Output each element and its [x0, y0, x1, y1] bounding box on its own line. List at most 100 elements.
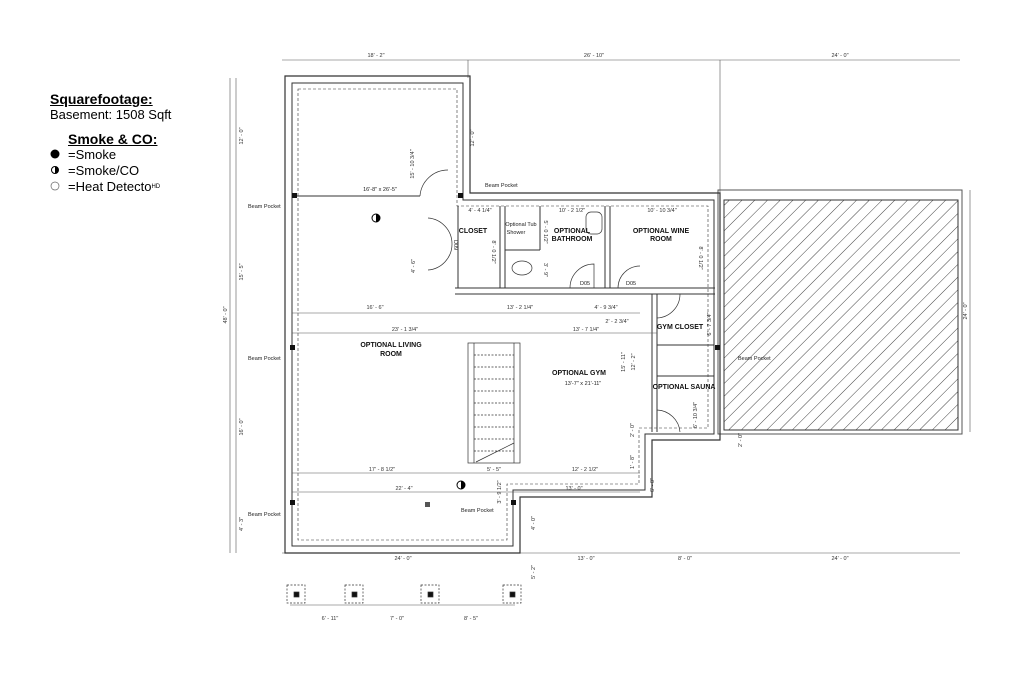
beam-pocket-label: Beam Pocket — [461, 508, 494, 514]
heat-detector-icon — [50, 179, 62, 195]
room-wine-2: ROOM — [650, 236, 672, 243]
room-gym-closet: GYM CLOSET — [657, 324, 704, 331]
dim-bottom-2: 13' - 0" — [577, 556, 594, 562]
dim-bottom-3: 8' - 0" — [678, 556, 692, 562]
basement-sqft: Basement: 1508 Sqft — [50, 107, 172, 122]
dim: 4' - 9 3/4" — [594, 305, 617, 311]
dim-left-2: 15' - 5" — [239, 263, 245, 280]
room-living-2: ROOM — [380, 351, 402, 358]
dim: 10' - 10 3/4" — [647, 208, 676, 214]
dim: 13' - 2 1/4" — [507, 305, 533, 311]
room-wine-1: OPTIONAL WINE — [633, 228, 690, 235]
dim: 2' - 0" — [738, 433, 744, 447]
dim: 12' - 2" — [631, 353, 637, 370]
door-tag: D05 — [580, 281, 590, 287]
dim: 2' - 0" — [630, 423, 636, 437]
dim: 5' - 5" — [487, 467, 501, 473]
beam-pocket-label: Beam Pocket — [248, 512, 281, 518]
dim: 4' - 6" — [411, 259, 417, 273]
dim-left-3: 16' - 0" — [239, 418, 245, 435]
smoke-co-detector-icon — [371, 213, 381, 223]
dim: 13' - 0" — [565, 486, 582, 492]
dim-left-total: 48' - 0" — [223, 306, 229, 323]
gym-size: 13'-7" x 21'-11" — [565, 381, 602, 387]
dim-top-3: 24' - 0" — [831, 53, 848, 59]
dim-bottom-1: 24' - 0" — [394, 556, 411, 562]
dim: 13' - 7 1/4" — [573, 327, 599, 333]
interior-dimension-lines — [292, 312, 657, 493]
footings — [286, 584, 522, 604]
room-living-1: OPTIONAL LIVING — [360, 342, 422, 349]
dim: 15' - 11" — [621, 352, 627, 372]
heat-detector-icon — [425, 502, 430, 507]
squarefootage-title: Squarefootage: — [50, 91, 153, 107]
room-gym: OPTIONAL GYM — [552, 370, 606, 377]
dim-left-1: 12' - 0" — [239, 127, 245, 144]
legend-label: =Heat Detecto — [68, 179, 152, 194]
smoke-detector-icon — [50, 147, 62, 163]
dim-top-2: 26' - 10" — [584, 53, 604, 59]
dim: 1' - 8" — [630, 455, 636, 469]
dim-footing-1: 6' - 11" — [322, 616, 339, 622]
dim: 3' - 9" — [542, 263, 548, 277]
garage-hatch — [723, 199, 959, 431]
dim: 15' - 10 3/4" — [410, 149, 416, 178]
beam-pocket-label: Beam Pocket — [485, 183, 518, 189]
smoke-co-detector-icon — [456, 480, 466, 490]
dimension-lines — [229, 59, 971, 606]
interior-walls — [292, 195, 715, 432]
tub-label-1: Optional Tub — [505, 222, 536, 228]
legend-item-smoke-co: =Smoke/CO — [50, 163, 171, 179]
beam-pocket-label: Beam Pocket — [248, 204, 281, 210]
toilet-icon — [511, 260, 533, 276]
dim: 4' - 4 1/4" — [468, 208, 491, 214]
smoke-co-detector-icon — [50, 163, 62, 179]
smoke-co-title: Smoke & CO: — [68, 131, 158, 147]
room-sauna: OPTIONAL SAUNA — [653, 384, 716, 391]
dim-footing-2: 7' - 0" — [390, 616, 404, 622]
beam-pocket-label: Beam Pocket — [248, 356, 281, 362]
door-tag: D05 — [626, 281, 636, 287]
doors — [419, 169, 681, 433]
beam-pockets — [290, 193, 720, 505]
top-room-size: 16'-8" x 26'-5" — [363, 187, 397, 193]
garage-wall — [717, 189, 963, 435]
dim: 22' - 4" — [395, 486, 412, 492]
legend-label: =Smoke — [68, 147, 117, 162]
dim: 12' - 2 1/2" — [572, 467, 598, 473]
dim: 5' - 0 1/2" — [542, 220, 548, 243]
dim-right: 24' - 0" — [963, 302, 969, 319]
dim: 8' - 0 1/2" — [490, 240, 496, 263]
dim: 5' - 2" — [531, 565, 537, 579]
dim: 12' - 0" — [470, 129, 476, 146]
dim: 2' - 2 3/4" — [605, 319, 628, 325]
dim: 10' - 2 1/2" — [559, 208, 585, 214]
dim-left-4: 4' - 3" — [239, 517, 245, 531]
tub-label-2: Shower — [507, 230, 526, 236]
legend-item-smoke: =Smoke — [50, 147, 171, 163]
stairs — [467, 342, 521, 464]
room-bathroom-2: BATHROOM — [552, 236, 593, 243]
dim: 3' - 9 1/2" — [497, 480, 503, 503]
legend-label: =Smoke/CO — [68, 163, 140, 178]
dim: 8' - 0 1/2" — [697, 246, 703, 269]
dim: 16' - 6" — [366, 305, 383, 311]
dim-footing-3: 8' - 5" — [464, 616, 478, 622]
dim: 6' - 7 3/4" — [707, 312, 713, 335]
dim: 23' - 1 3/4" — [392, 327, 418, 333]
dim: 6' - 10 3/4" — [693, 402, 699, 428]
beam-pocket-label: Beam Pocket — [738, 356, 771, 362]
sink-icon — [585, 211, 603, 235]
room-closet: CLOSET — [459, 228, 488, 235]
dim: 4' - 0" — [531, 516, 537, 530]
legend-suffix: HD — [151, 184, 161, 190]
dim: 6' - 0" — [650, 478, 656, 492]
dim-bottom-4: 24' - 0" — [831, 556, 848, 562]
legend: Squarefootage: Basement: 1508 Sqft Smoke… — [50, 91, 171, 195]
exterior-walls — [284, 75, 721, 554]
dim-top-1: 18' - 2" — [367, 53, 384, 59]
door-tag: D09 — [452, 240, 458, 250]
room-bathroom-1: OPTIONAL — [554, 228, 591, 235]
